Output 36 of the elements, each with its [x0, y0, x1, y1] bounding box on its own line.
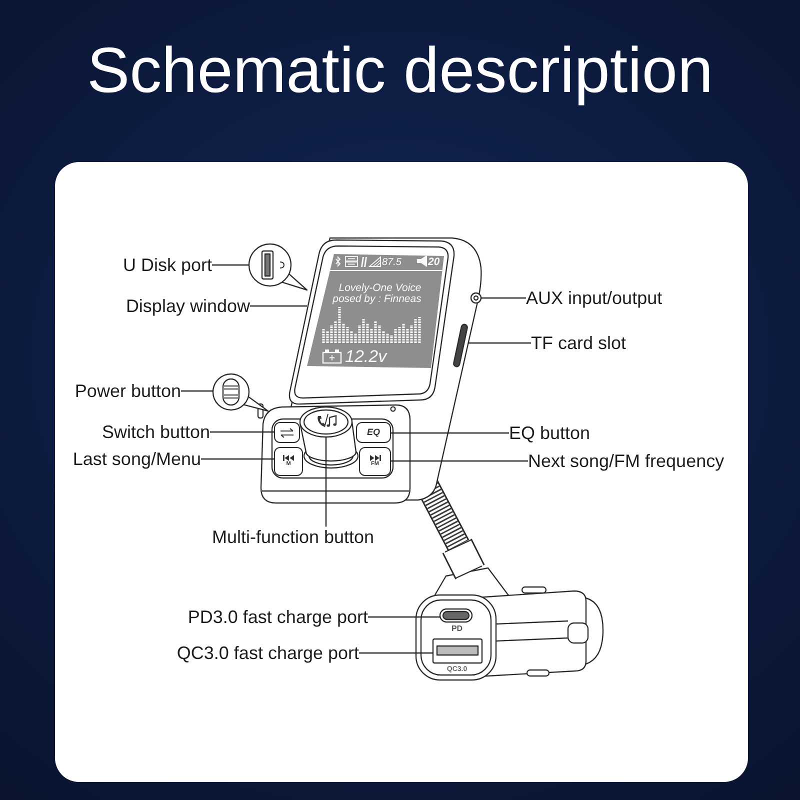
callout-label: Next song/FM frequency [528, 450, 724, 472]
magnified-usb-port-icon [248, 243, 308, 291]
callout-label: Multi-function button [212, 526, 374, 548]
leader-line [391, 460, 528, 462]
screen-text: 20 [428, 256, 440, 268]
switch-button [274, 422, 300, 443]
usb-a-port-icon [432, 638, 483, 664]
callout-label: Last song/Menu [72, 448, 201, 470]
callout-label: U Disk port [122, 254, 212, 276]
screen-text: 12.2v [345, 348, 387, 366]
callout-label: PD3.0 fast charge port [188, 606, 368, 628]
eq-button: EQ [356, 422, 391, 443]
screen-text: 87.5 [382, 257, 402, 268]
leader-line [391, 432, 509, 434]
screen-text: Lovely-One Voice [338, 283, 422, 294]
callout-label: QC3.0 fast charge port [176, 642, 359, 664]
callout-label: EQ button [509, 422, 590, 444]
callout-label: Display window [126, 296, 250, 316]
callout-label: TF card slot [531, 332, 626, 354]
leader-line [181, 390, 213, 392]
leader-line [201, 458, 274, 460]
magnified-switch-icon [212, 373, 269, 412]
leader-line [468, 342, 531, 344]
leader-line [250, 305, 307, 307]
printed-marking: PD [451, 624, 463, 634]
screen-text: posed by : Finneas [332, 294, 422, 306]
leader-line [368, 616, 440, 618]
leader-line [210, 431, 274, 433]
callout-label: AUX input/output [526, 288, 662, 308]
jack-socket-icon [470, 292, 482, 304]
callout-label: Power button [74, 380, 181, 402]
usb-c-port-icon [439, 608, 473, 623]
leader-line [359, 652, 433, 654]
callout-label: Switch button [102, 422, 210, 442]
leader-line [481, 297, 526, 299]
leader-line [212, 264, 249, 266]
